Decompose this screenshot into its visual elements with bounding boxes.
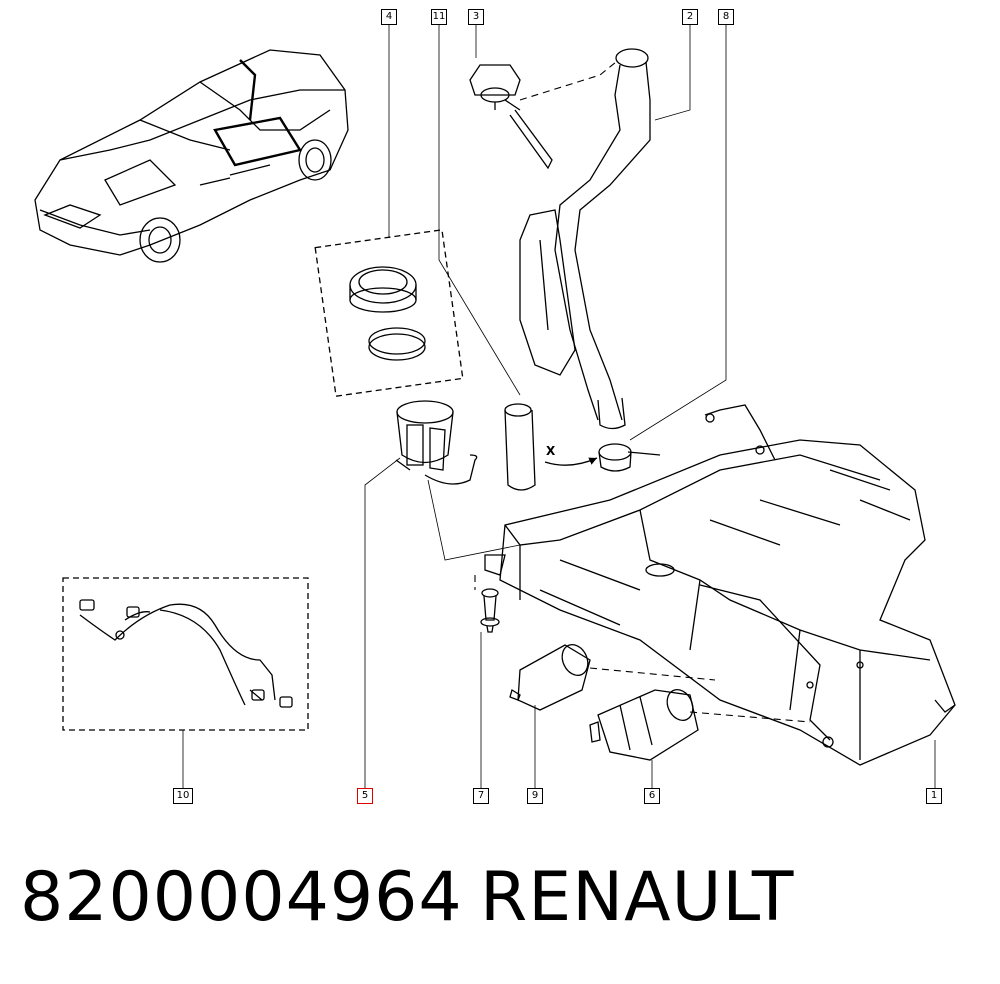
view-direction-label: X [546,444,556,458]
part-10-wiring-harness [62,577,309,731]
callout-6[interactable]: 6 [644,788,660,804]
callout-5-selected[interactable]: 5 [357,788,373,804]
part-3-vent-valve [469,64,553,170]
part-6-carbon-canister [589,688,699,761]
callout-11[interactable]: 11 [431,9,447,25]
dashed-connections [474,61,811,723]
vehicle-overview-illustration [34,49,349,263]
part-number: 8200004964 [20,858,463,937]
leader-lines [182,25,936,788]
callout-9[interactable]: 9 [527,788,543,804]
part-7-bolt [480,588,500,633]
part-4-sealing-ring-kit [314,229,464,397]
callout-2[interactable]: 2 [682,9,698,25]
callout-4[interactable]: 4 [381,9,397,25]
part-11-pipe-sleeve [504,403,536,491]
part-8-hose-clamp [598,443,661,472]
part-9-fuel-filter [509,643,591,711]
callout-10[interactable]: 10 [173,788,193,804]
callout-7[interactable]: 7 [473,788,489,804]
callout-8[interactable]: 8 [718,9,734,25]
part-1-fuel-tank [484,404,956,766]
exploded-parts-diagram [34,25,956,788]
callout-3[interactable]: 3 [468,9,484,25]
part-5-fuel-pump-module [395,400,478,485]
part-2-filler-neck [519,48,651,430]
callout-1[interactable]: 1 [926,788,942,804]
brand-name: RENAULT [480,858,795,937]
